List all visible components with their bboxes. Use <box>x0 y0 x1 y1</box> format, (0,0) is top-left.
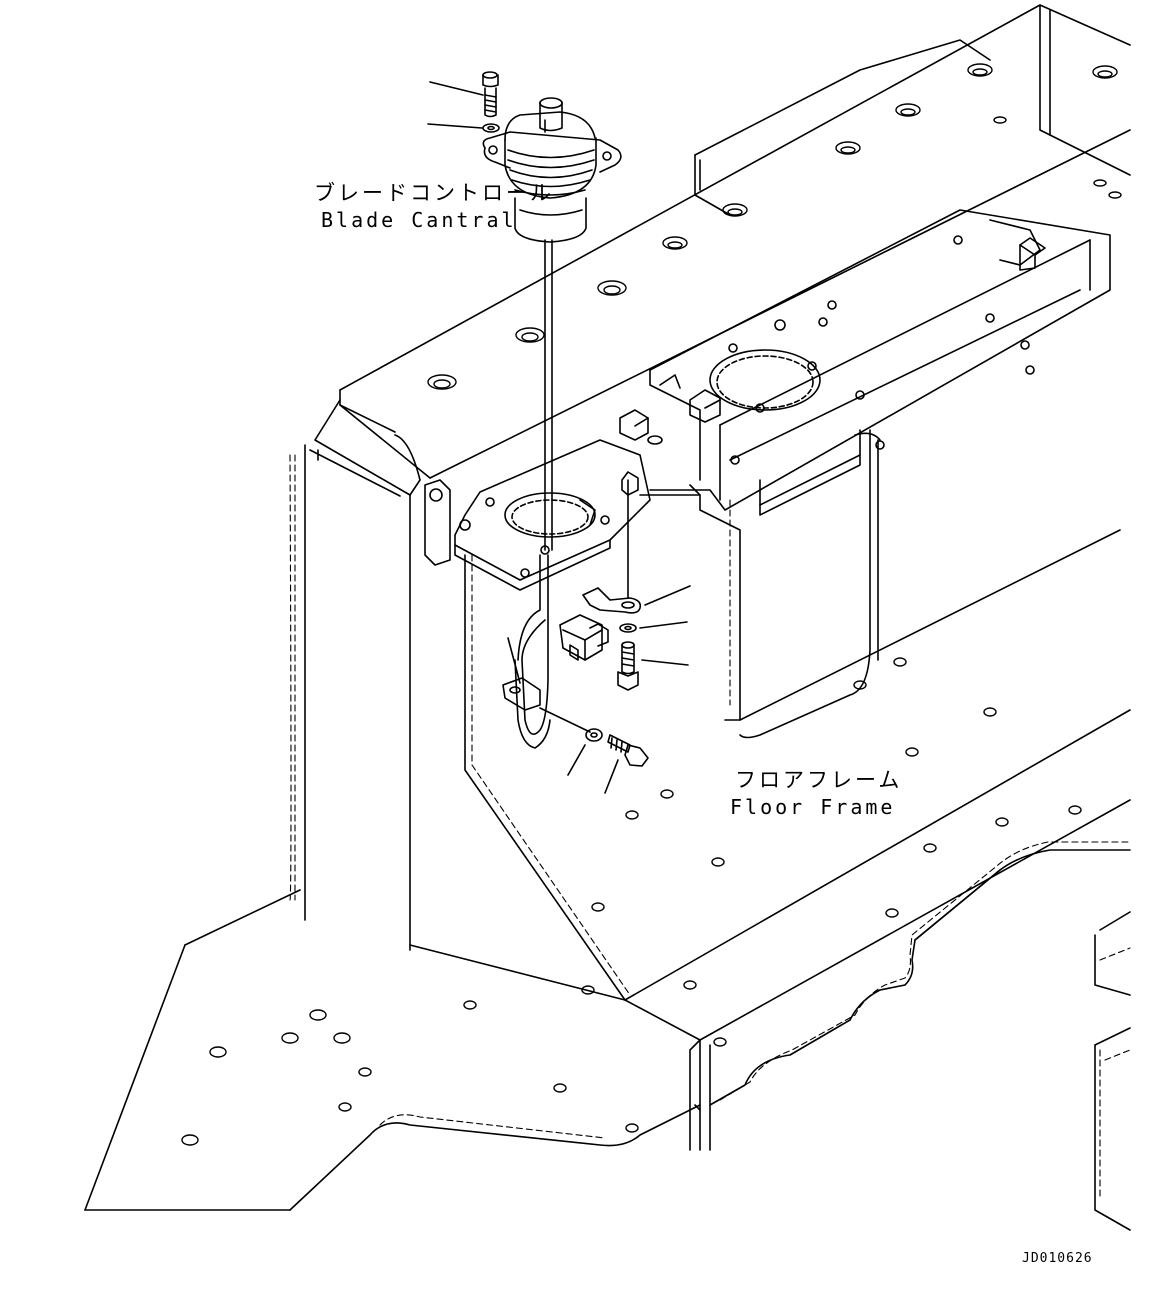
washer-right <box>619 621 688 633</box>
frame-side-wall <box>639 429 1121 739</box>
floor-frame-lower-plate <box>84 554 1131 1231</box>
top-plate-holes <box>427 63 1122 390</box>
cable-clamp-upper <box>582 471 691 614</box>
floor-frame-label-en: Floor Frame <box>730 795 896 819</box>
drawing-id: JD010626 <box>1022 1251 1093 1266</box>
bolt-right <box>617 641 689 691</box>
blade-control-unit <box>482 97 622 749</box>
lower-plate-holes <box>181 657 1082 1146</box>
top-washer <box>427 123 500 133</box>
right-frame-bracket <box>619 209 1111 511</box>
left-post <box>289 399 421 951</box>
bolt-lower <box>604 734 649 794</box>
top-mounting-bolt <box>429 71 499 118</box>
floor-frame-top-plate <box>339 4 1131 479</box>
floor-frame-label-jp: フロアフレーム <box>735 768 903 792</box>
connector-block <box>559 614 609 661</box>
cable-clamp-lower <box>502 637 541 711</box>
blade-control-label-jp: ブレードコントロール <box>314 181 554 205</box>
washer-lower <box>539 707 603 776</box>
control-mount-bracket <box>424 439 651 591</box>
blade-control-label-en: Blade Cantral <box>321 208 517 232</box>
